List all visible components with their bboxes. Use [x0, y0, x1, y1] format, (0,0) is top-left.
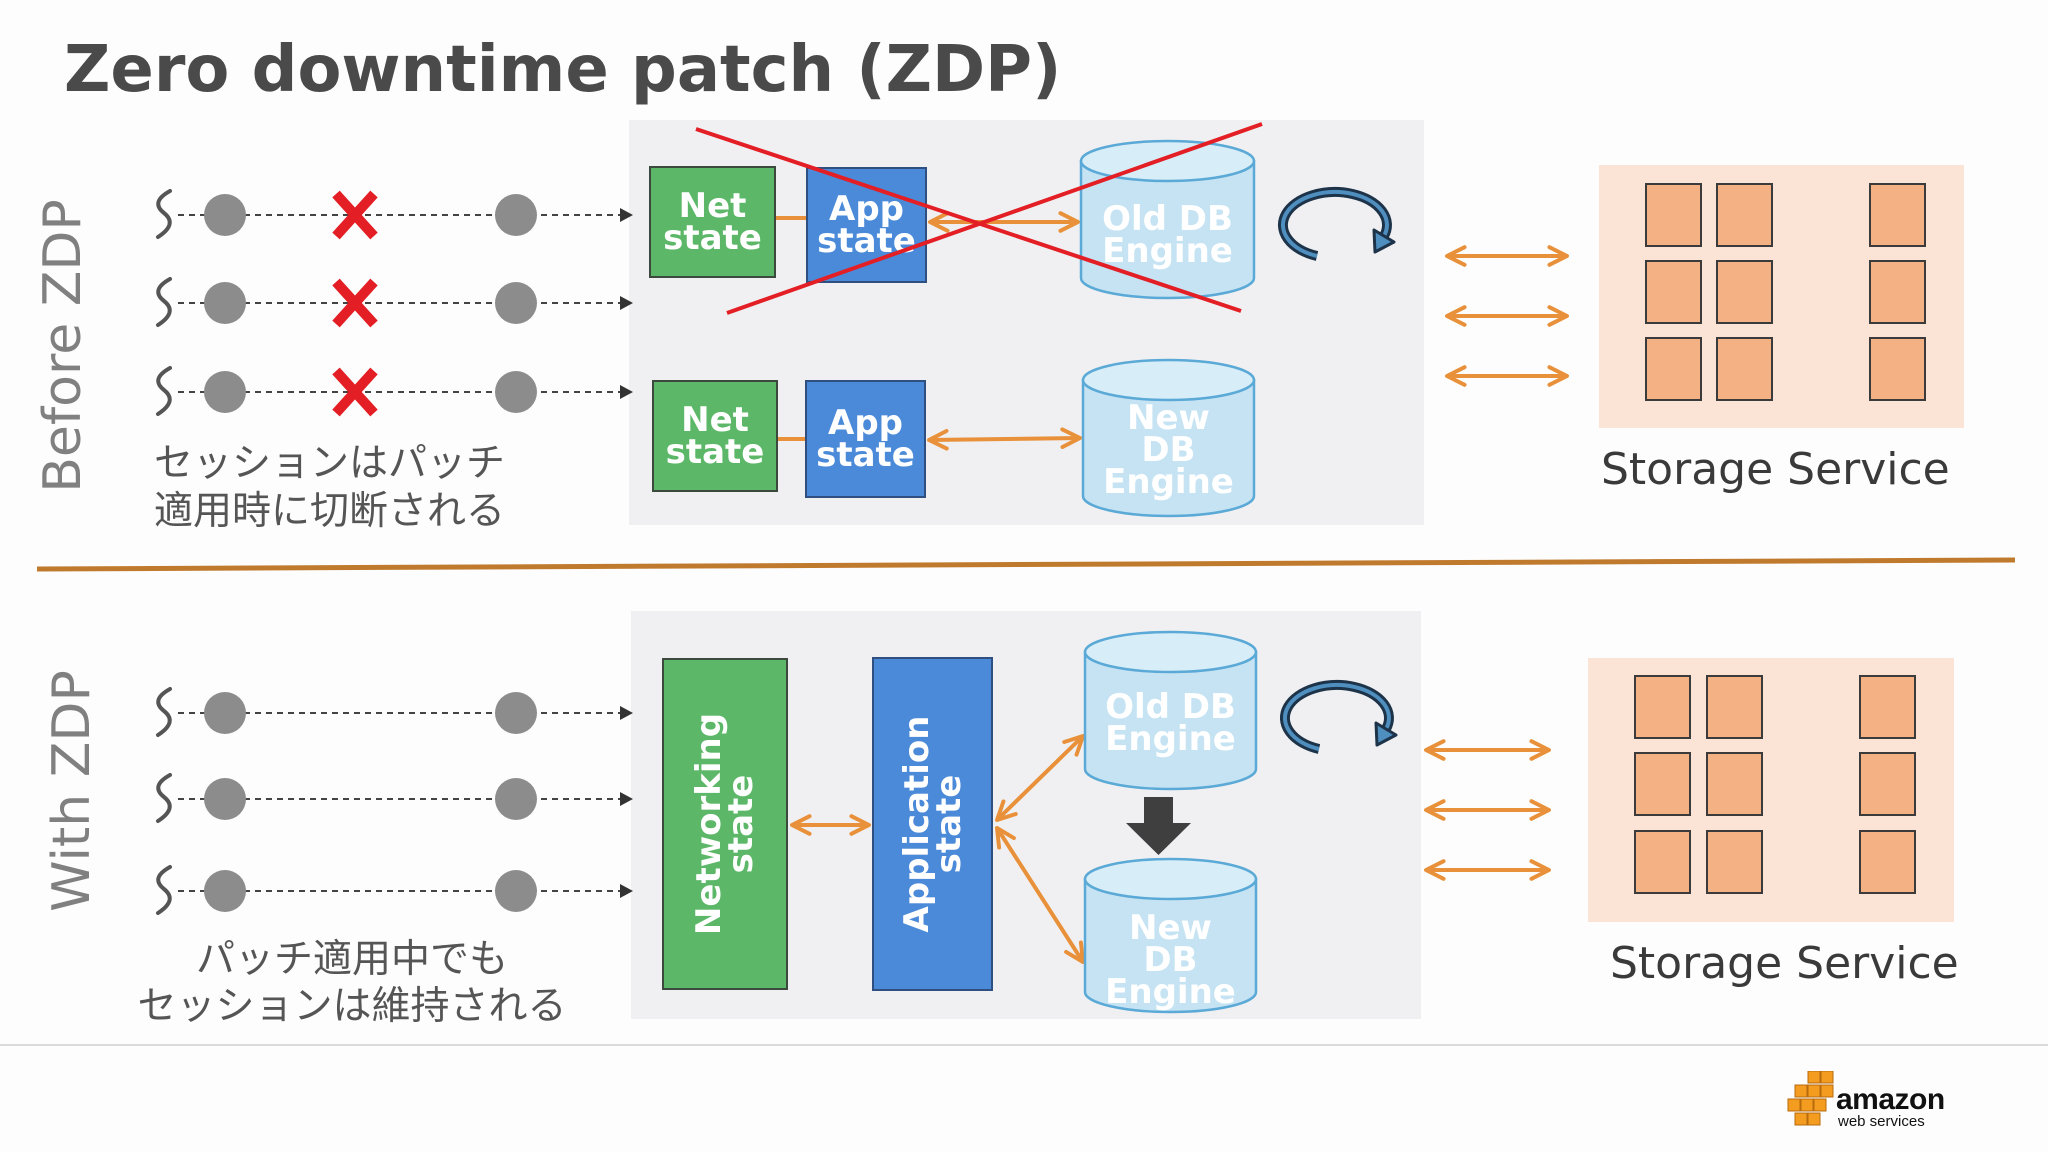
red-x-icon: [332, 278, 378, 328]
with-zdp-label: With ZDP: [42, 670, 102, 912]
networking-state-label: Networking state: [689, 712, 761, 936]
before-caption-line-2: 適用時に切断される: [154, 489, 506, 534]
storage-block: [1859, 675, 1916, 739]
session-row: [156, 687, 633, 737]
storage-block: [1706, 675, 1763, 739]
application-new-db-arrow: [995, 826, 1085, 964]
session-node: [204, 194, 246, 236]
session-row: [156, 277, 633, 328]
session-arrowhead: [620, 792, 633, 806]
session-node: [495, 371, 537, 413]
sessions-with: [156, 687, 633, 915]
with-caption-line-2: セッションは維持される: [137, 984, 567, 1029]
aws-logo-brand: amazon: [1836, 1083, 1945, 1116]
down-arrow-icon: [1126, 797, 1191, 855]
new-net-state-box: Net state: [652, 380, 778, 492]
old-app-state-box: App state: [806, 167, 927, 283]
old-db-engine-label: Old DB Engine: [1105, 687, 1236, 759]
old-net-state-box: Net state: [649, 166, 776, 278]
session-arrowhead: [620, 208, 633, 222]
session-node: [495, 282, 537, 324]
session-row: [156, 865, 633, 915]
storage-block: [1634, 675, 1691, 739]
storage-block: [1869, 183, 1926, 247]
session-arrowhead: [620, 296, 633, 310]
red-x-icon: [332, 190, 378, 240]
client-squiggle-icon: [156, 366, 172, 416]
client-squiggle-icon: [156, 687, 172, 737]
storage-blocks-with: [1634, 675, 1916, 894]
storage-block: [1716, 337, 1773, 401]
old-db-engine-cylinder: [1083, 630, 1258, 791]
new-db-engine-cylinder: [1083, 857, 1258, 1014]
client-squiggle-icon: [156, 865, 172, 915]
application-old-db-arrow: [995, 734, 1085, 822]
new-db-engine-label: New DB Engine: [1105, 908, 1236, 1012]
net-state-label: Net state: [663, 186, 762, 258]
session-row: [156, 189, 633, 240]
app-new-db-arrow: [927, 427, 1082, 451]
client-squiggle-icon: [156, 189, 172, 239]
aws-logo: amazon web services: [1787, 1068, 1952, 1132]
app-state-label: App state: [816, 403, 915, 475]
session-node: [495, 778, 537, 820]
session-node: [495, 194, 537, 236]
before-caption-line-1: セッションはパッチ: [154, 441, 506, 486]
storage-block: [1645, 183, 1702, 247]
new-app-state-box: App state: [805, 380, 926, 498]
new-db-engine-cylinder: [1081, 358, 1256, 518]
storage-block: [1634, 830, 1691, 894]
storage-service-label: Storage Service: [1610, 938, 1959, 989]
session-row: [156, 773, 633, 823]
storage-block: [1716, 260, 1773, 324]
session-node: [204, 778, 246, 820]
with-caption-line-1: パッチ適用中でも: [195, 937, 508, 982]
storage-block: [1869, 337, 1926, 401]
storage-block: [1706, 830, 1763, 894]
old-db-engine-label: Old DB Engine: [1102, 199, 1233, 271]
session-row: [156, 366, 633, 417]
storage-block: [1859, 830, 1916, 894]
storage-block: [1716, 183, 1773, 247]
session-node: [495, 692, 537, 734]
client-squiggle-icon: [156, 773, 172, 823]
slide-title: Zero downtime patch (ZDP): [64, 33, 1062, 107]
app-state-label: App state: [817, 189, 916, 261]
application-state-box: Application state: [872, 657, 993, 991]
storage-block: [1859, 752, 1916, 816]
session-node: [495, 870, 537, 912]
session-arrowhead: [620, 706, 633, 720]
storage-block: [1645, 260, 1702, 324]
storage-block: [1706, 752, 1763, 816]
session-arrowhead: [620, 385, 633, 399]
networking-state-box: Networking state: [662, 658, 788, 990]
refresh-icon: [1278, 187, 1396, 261]
aws-logo-sub: web services: [1838, 1113, 1925, 1130]
storage-block: [1634, 752, 1691, 816]
session-node: [204, 870, 246, 912]
storage-blocks-before: [1645, 183, 1926, 401]
refresh-icon: [1280, 680, 1398, 754]
new-db-engine-label: New DB Engine: [1103, 398, 1234, 502]
section-divider: [36, 557, 2016, 572]
session-node: [204, 282, 246, 324]
before-zdp-label: Before ZDP: [33, 199, 93, 493]
session-node: [204, 692, 246, 734]
sessions-before: [156, 189, 633, 417]
aws-logo-cubes: [1787, 1071, 1834, 1126]
storage-service-label: Storage Service: [1601, 444, 1950, 495]
session-node: [204, 371, 246, 413]
storage-block: [1869, 260, 1926, 324]
red-x-icon: [332, 367, 378, 417]
storage-block: [1645, 337, 1702, 401]
application-state-label: Application state: [896, 715, 969, 933]
client-squiggle-icon: [156, 277, 172, 327]
net-state-label: Net state: [665, 400, 765, 472]
session-arrowhead: [620, 884, 633, 898]
